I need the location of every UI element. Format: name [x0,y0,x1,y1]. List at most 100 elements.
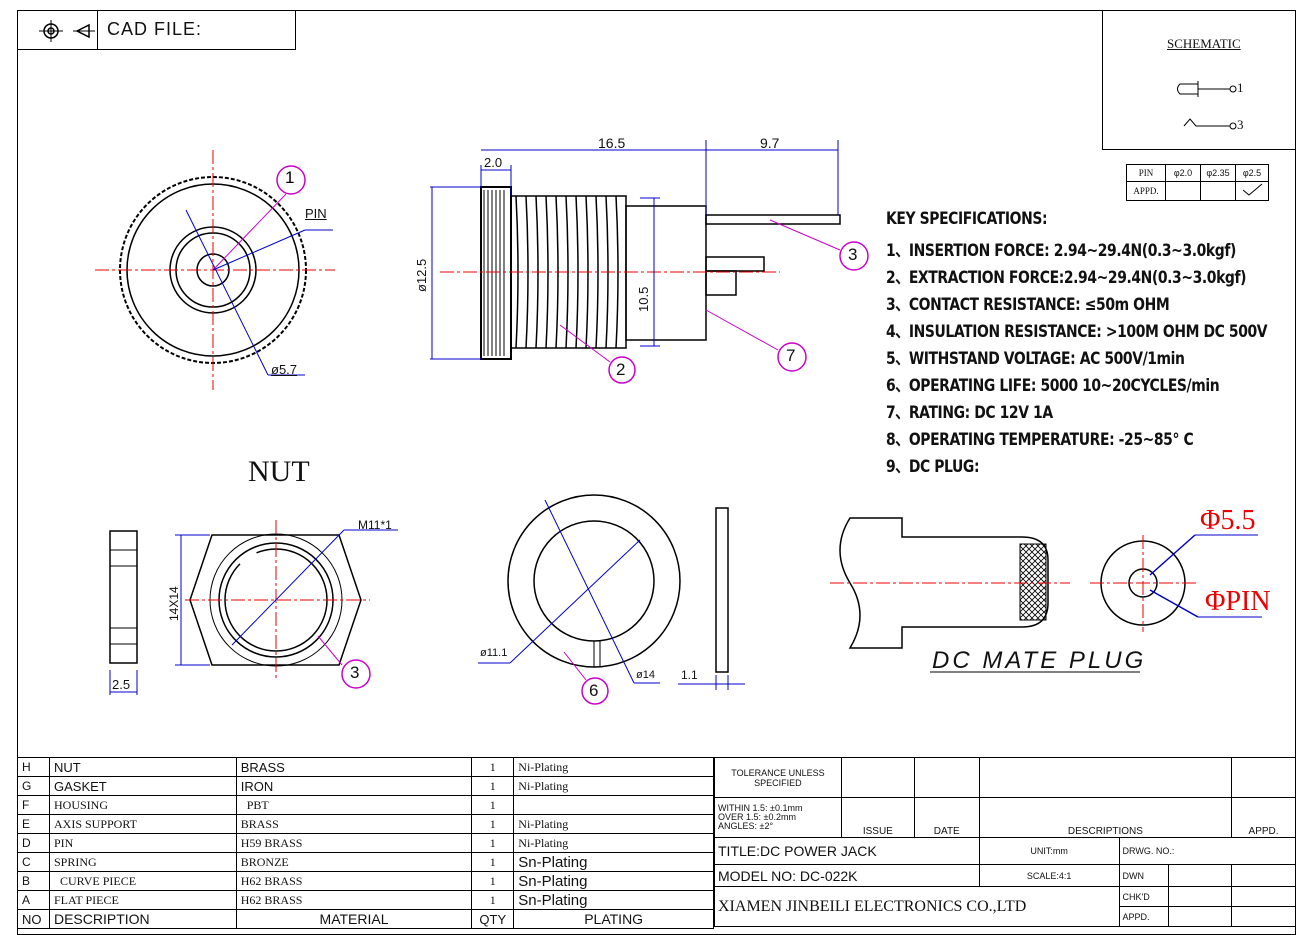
bom-plating [513,795,714,815]
pin-size-check-cell [1235,181,1269,201]
cad-file-label: CAD FILE: [107,19,203,39]
bom-no: B [17,871,50,891]
spec-item-6: 6、OPERATING LIFE: 5000 10~20CYCLES/min [886,376,1220,396]
dim-165: 16.5 [598,135,626,151]
plug-phipin: ΦPIN [1205,586,1271,617]
tolerance-angles: ANGLES: ±2° [718,821,774,831]
dim-d111: ø11.1 [480,647,508,659]
date-label: DATE [913,797,980,838]
bom-qty: 1 [471,795,515,815]
drwg-cell: DRWG. NO.: [1118,837,1296,865]
appd2-cell: APPD. [1118,906,1170,927]
gasket-view [478,494,681,705]
gasket-edge-view [678,507,745,690]
unit-cell: UNIT:mm [978,837,1120,865]
title-block: TOLERANCE UNLESS SPECIFIED WITHIN 1.5: ±… [714,757,1296,927]
side-view [430,140,869,384]
bom-mat: BRASS [235,757,473,777]
dim-20: 2.0 [484,155,503,170]
issue-label: ISSUE [840,797,915,838]
tolerance-over: OVER 1.5: ±0.2mm [718,812,796,822]
bom-no: F [17,795,50,815]
bom-header-no: NO [17,909,50,929]
dim-14x14: 14X14 [167,586,181,621]
dc-mate-plug-label: DC MATE PLUG [932,647,1147,674]
spec-item-3: 3、CONTACT RESISTANCE: ≤50m OHM [886,295,1170,315]
tb-blank-1 [840,757,915,798]
appd2-blank-2 [1231,906,1296,927]
key-specs-list: 1、INSERTION FORCE: 2.94~29.4N(0.3~3.0kgf… [886,236,1315,479]
balloon-3-side: 3 [848,245,858,264]
projection-symbol-icon [39,20,95,42]
tb-blank-4 [1231,757,1296,798]
balloon-6: 6 [589,681,599,700]
title-cell: TITLE:DC POWER JACK [714,837,980,865]
bom-mat: H62 BRASS [235,890,473,910]
bom-header-qty: QTY [471,909,515,929]
pin-label: PIN [305,206,327,221]
bom-qty: 1 [471,871,515,891]
tolerance-values: WITHIN 1.5: ±0.1mm OVER 1.5: ±0.2mm ANGL… [714,797,842,838]
bom-no: H [17,757,50,777]
dim-97: 9.7 [760,135,780,151]
bom-plating: Ni-Plating [513,776,714,796]
dc-plug-view [830,517,1262,673]
bom-plating: Sn-Plating [513,871,714,891]
appd-label: APPD. [1231,797,1296,838]
spec-item-2: 2、EXTRACTION FORCE:2.94~29.4N(0.3~3.0kgf… [886,268,1247,288]
dim-d125: ø12.5 [414,258,429,292]
bom-no: C [17,852,50,872]
bom-desc: PIN [48,833,237,853]
schematic-symbol-icon [1177,81,1237,130]
bom-plating: Sn-Plating [513,890,714,910]
bom-qty: 1 [471,852,515,872]
key-specs-title: KEY SPECIFICATIONS: [886,209,1048,229]
company-cell: XIAMEN JINBEILI ELECTRONICS CO.,LTD [714,886,1120,927]
bom-desc: GASKET [48,776,237,796]
bom-no: A [17,890,50,910]
bom-mat: PBT [235,795,473,815]
bom-mat: H62 BRASS [235,871,473,891]
tolerance-within: WITHIN 1.5: ±0.1mm [718,803,803,813]
pin-size-table: PIN φ2.0 φ2.35 φ2.5 APPD. [1126,164,1269,201]
dim-25: 2.5 [112,677,131,692]
bom-header-plating: PLATING [513,909,714,929]
cad-header-box [17,10,296,50]
descriptions-label: DESCRIPTIONS [978,797,1233,838]
dim-105: 10.5 [636,286,651,312]
bom-plating: Ni-Plating [513,757,714,777]
tolerance-label: TOLERANCE UNLESS SPECIFIED [714,757,842,798]
bom-desc: HOUSING [48,795,237,815]
spec-item-1: 1、INSERTION FORCE: 2.94~29.4N(0.3~3.0kgf… [886,241,1236,261]
bom-no: G [17,776,50,796]
dim-m11: M11*1 [358,518,392,532]
technical-drawing [95,140,1262,705]
schematic-pin3-label: 3 [1237,117,1244,132]
dim-11: 1.1 [681,668,698,682]
model-cell: MODEL NO: DC-022K [714,864,980,887]
spec-item-8: 8、OPERATING TEMPERATURE: -25~85° C [886,430,1194,450]
balloon-2: 2 [616,360,626,379]
spec-item-9: 9、DC PLUG: [886,457,980,477]
bom-qty: 1 [471,890,515,910]
nut-title: NUT [248,455,310,488]
schematic-title: SCHEMATIC [1167,36,1241,51]
bom-desc: SPRING [48,852,237,872]
balloon-1: 1 [285,168,295,187]
dwn-blank [1168,864,1233,887]
bom-mat: BRONZE [235,852,473,872]
spec-item-5: 5、WITHSTAND VOLTAGE: AC 500V/1min [886,349,1185,369]
bom-plating: Ni-Plating [513,814,714,834]
front-view [95,150,335,390]
spec-item-4: 4、INSULATION RESISTANCE: >100M OHM DC 50… [886,322,1268,342]
schematic-pin1-label: 1 [1237,80,1244,95]
chkd-cell: CHK'D [1118,886,1170,907]
tb-blank-3 [978,757,1233,798]
